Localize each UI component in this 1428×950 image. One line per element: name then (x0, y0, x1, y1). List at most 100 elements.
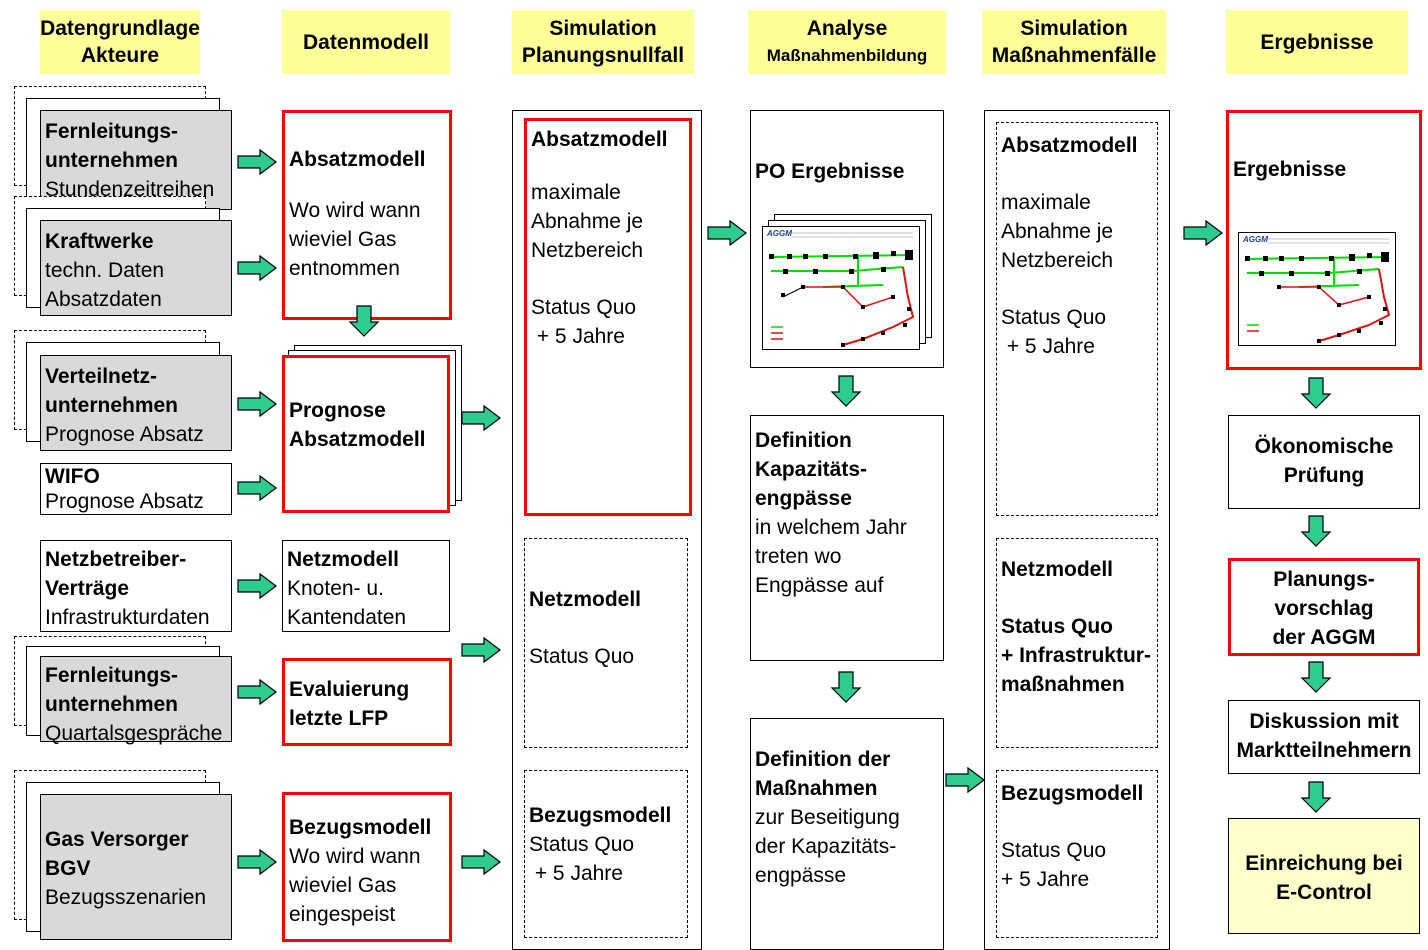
box-title: Ergebnisse (1233, 158, 1347, 181)
actor-sub: Infrastrukturdaten (45, 606, 210, 629)
box-text: treten wo (755, 545, 842, 568)
box-title: Planungs- (1273, 568, 1375, 591)
header-analyse: Analyse Maßnahmenbildung (748, 10, 946, 74)
header-line: Datengrundlage (40, 17, 200, 40)
actor-sub: Prognose Absatz (45, 490, 204, 513)
box-text: + 5 Jahre (1001, 868, 1090, 891)
box-title: Kapazitäts- (755, 458, 868, 481)
arrow-right-icon (237, 475, 277, 501)
actor-sub: Quartalsgespräche (45, 722, 223, 745)
prognose-box: Prognose Absatzmodell (282, 355, 450, 513)
actor-title: Verträge (45, 577, 130, 600)
kapazitaetsengpaesse-box: Definition Kapazitäts- engpässe in welch… (750, 415, 944, 661)
box-text: Abnahme je (531, 210, 644, 233)
arrow-right-icon (237, 573, 277, 599)
header-ergebnisse: Ergebnisse (1226, 10, 1408, 74)
actor-title: Fernleitungs- (45, 120, 179, 143)
arrow-right-icon (237, 679, 277, 705)
sim-absatzmodell-box: Absatzmodell maximale Abnahme je Netzber… (524, 118, 692, 516)
box-title: letzte LFP (289, 707, 389, 730)
box-text: Abnahme je (1001, 220, 1114, 243)
result-network-thumbnail: AGGM (1238, 232, 1396, 346)
box-title: Status Quo (1001, 615, 1114, 638)
box-text: Status Quo (531, 296, 637, 319)
sim-netzmodell-box: Netzmodell Status Quo (524, 538, 688, 748)
arrow-down-icon (1301, 781, 1331, 813)
arrow-down-icon (831, 375, 861, 407)
header-line: Analyse (806, 17, 888, 40)
box-title: Definition (755, 429, 852, 452)
box-title: Netzmodell (287, 548, 400, 571)
absatzmodell-box: Absatzmodell Wo wird wann wieviel Gas en… (282, 110, 452, 320)
mf-bezugsmodell-box: Bezugsmodell Status Quo + 5 Jahre (996, 770, 1158, 938)
box-title: Absatzmodell (289, 148, 426, 171)
box-title: Ökonomische (1254, 435, 1394, 458)
box-text: Status Quo (1001, 306, 1107, 329)
header-simulation-massnahmen: Simulation Maßnahmenfälle (982, 10, 1166, 74)
actor-title: unternehmen (45, 693, 179, 716)
box-text: zur Beseitigung (755, 806, 900, 829)
box-text: Status Quo (1001, 839, 1107, 862)
header-line: Maßnahmenbildung (766, 46, 928, 65)
diskussion-box: Diskussion mit Marktteilnehmern (1228, 700, 1420, 774)
arrow-right-icon (1183, 220, 1223, 246)
box-text: Status Quo (529, 645, 635, 668)
actor-wifo: WIFO Prognose Absatz (40, 463, 232, 515)
actor-title: unternehmen (45, 394, 179, 417)
network-map-icon (769, 232, 915, 347)
header-line: Datenmodell (302, 30, 430, 54)
header-simulation-nullfall: Simulation Planungsnullfall (512, 10, 694, 74)
arrow-down-icon (831, 671, 861, 703)
header-datenmodell: Datenmodell (282, 10, 450, 74)
box-title: Maßnahmen (755, 777, 878, 800)
evaluierung-box: Evaluierung letzte LFP (282, 658, 452, 746)
box-title: Prognose (289, 399, 386, 422)
arrow-right-icon (461, 405, 501, 431)
arrow-right-icon (237, 391, 277, 417)
arrow-down-icon (349, 305, 379, 337)
netzmodell-box: Netzmodell Knoten- u. Kantendaten (282, 540, 450, 632)
header-line: Simulation (1020, 17, 1128, 40)
actor-gasversorger: Gas Versorger BGV Bezugsszenarien (40, 794, 232, 940)
actor-fernleitung-2: Fernleitungs- unternehmen Quartalsgesprä… (40, 656, 232, 745)
arrow-right-icon (461, 637, 501, 663)
einreichung-box: Einreichung bei E-Control (1228, 818, 1420, 934)
box-text: wieviel Gas (289, 874, 397, 897)
header-line: Ergebnisse (1260, 30, 1374, 54)
box-title: maßnahmen (1001, 673, 1125, 696)
box-title: vorschlag (1274, 597, 1374, 620)
actor-title: Gas Versorger (45, 828, 189, 851)
header-datengrundlage: Datengrundlage Akteure (40, 10, 200, 74)
box-text: eingespeist (289, 903, 396, 926)
actor-title: Fernleitungs- (45, 664, 179, 687)
box-text: der Kapazitäts- (755, 835, 897, 858)
actor-title: WIFO (45, 465, 100, 488)
actor-title: BGV (45, 857, 91, 880)
actor-sub: Bezugsszenarien (45, 886, 207, 909)
arrow-right-icon (707, 220, 747, 246)
arrow-right-icon (461, 849, 501, 875)
po-network-thumbnail: AGGM (762, 226, 920, 350)
actor-title: Kraftwerke (45, 230, 154, 253)
box-title: Einreichung bei (1245, 852, 1403, 875)
box-title: Bezugsmodell (1001, 782, 1144, 805)
box-title: Absatzmodell (289, 428, 426, 451)
box-text: Netzbereich (1001, 249, 1114, 272)
arrow-right-icon (237, 255, 277, 281)
actor-sub: Absatzdaten (45, 288, 162, 311)
actor-kraftwerke: Kraftwerke techn. Daten Absatzdaten (40, 220, 232, 316)
box-text: Wo wird wann (289, 199, 421, 222)
box-text: Wo wird wann (289, 845, 421, 868)
aggm-logo: AGGM (767, 229, 792, 238)
box-title: Diskussion mit (1249, 710, 1399, 733)
box-text: + 5 Jahre (1001, 335, 1095, 358)
box-title: Bezugsmodell (529, 804, 672, 827)
aggm-logo: AGGM (1243, 235, 1268, 244)
arrow-right-icon (945, 767, 985, 793)
actor-title: unternehmen (45, 149, 179, 172)
massnahmen-box: Definition der Maßnahmen zur Beseitigung… (750, 718, 944, 950)
box-text: Netzbereich (531, 239, 644, 262)
arrow-down-icon (1301, 515, 1331, 547)
box-title: E-Control (1276, 881, 1372, 904)
box-text: entnommen (289, 257, 400, 280)
